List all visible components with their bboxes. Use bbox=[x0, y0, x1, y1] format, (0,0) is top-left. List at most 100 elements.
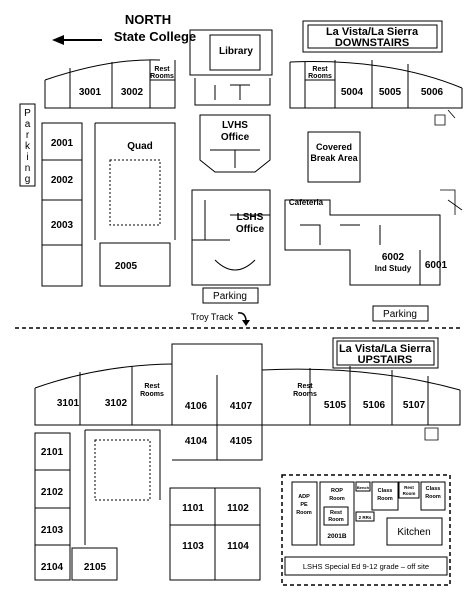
west-wing: 2001 2002 2003 bbox=[41, 122, 83, 287]
room-5004: 5004 bbox=[341, 87, 364, 98]
rop-room-label: Room bbox=[329, 496, 345, 502]
room-2105: 2105 bbox=[84, 562, 107, 573]
adp-label: ADP bbox=[298, 494, 310, 500]
ind-study-label: Ind Study bbox=[375, 264, 412, 273]
east-parking: Parking bbox=[372, 305, 429, 322]
rest-rooms-nw-1: Rest bbox=[154, 66, 170, 73]
north-arrow-icon bbox=[52, 35, 64, 45]
downstairs-title: La Vista/La Sierra bbox=[326, 26, 419, 38]
room-2001: 2001 bbox=[51, 138, 74, 149]
room-2101: 2101 bbox=[41, 447, 64, 458]
pe-label: PE bbox=[300, 502, 308, 508]
rest-rooms-up-2: Rooms bbox=[140, 391, 164, 398]
covered-break-area: Covered Break Area bbox=[307, 131, 361, 183]
covered-label: Covered bbox=[316, 142, 352, 152]
arrow-down-icon bbox=[242, 320, 250, 326]
room-4105: 4105 bbox=[230, 436, 253, 447]
rest-room-label-2: Room bbox=[403, 491, 416, 496]
lvhs-label: LVHS bbox=[222, 120, 248, 131]
rest-rooms-ne-1: Rest bbox=[312, 66, 328, 73]
lvhs-office-building: LVHS Office bbox=[199, 114, 271, 173]
class-room-label-1: Room bbox=[377, 496, 393, 502]
lshs-office-label: Office bbox=[236, 224, 265, 235]
room-2005: 2005 bbox=[115, 261, 138, 272]
rest-room-label: Room bbox=[328, 517, 344, 523]
room-6001: 6001 bbox=[425, 260, 448, 271]
upstairs-subtitle: UPSTAIRS bbox=[358, 354, 413, 366]
lvhs-office-label: Office bbox=[221, 132, 250, 143]
parking-label: Parking bbox=[383, 309, 417, 320]
troy-track-label: Troy Track bbox=[191, 312, 234, 322]
room-3002: 3002 bbox=[121, 87, 144, 98]
lshs-label: LSHS bbox=[237, 212, 264, 223]
room-4107: 4107 bbox=[230, 401, 253, 412]
rest-rooms-up-1: Rest bbox=[144, 383, 160, 390]
parking-letter: P bbox=[24, 108, 31, 119]
room-2002: 2002 bbox=[51, 175, 74, 186]
parking-letter: i bbox=[26, 152, 28, 163]
parking-letter: k bbox=[25, 141, 31, 152]
class-room-label-2: Room bbox=[425, 494, 441, 500]
room-2102: 2102 bbox=[41, 487, 64, 498]
downstairs-subtitle: DOWNSTAIRS bbox=[335, 37, 409, 49]
room-5106: 5106 bbox=[363, 400, 386, 411]
special-ed-label: LSHS Special Ed 9-12 grade – off site bbox=[303, 562, 429, 571]
room-2003: 2003 bbox=[51, 220, 74, 231]
parking-letter: r bbox=[26, 130, 30, 141]
room-2104: 2104 bbox=[41, 562, 64, 573]
lshs-office-building: LSHS Office bbox=[191, 189, 271, 286]
north-wing: 3001 3002 Rest Rooms bbox=[44, 60, 176, 109]
upstairs-center-block: 1101 1102 1103 1104 bbox=[169, 487, 261, 581]
troy-track: Troy Track bbox=[191, 312, 250, 326]
parking-letter: g bbox=[25, 174, 31, 185]
room-3001: 3001 bbox=[79, 87, 102, 98]
upstairs-west-wing: 2101 2102 2103 2104 2105 bbox=[34, 429, 161, 581]
room-1101: 1101 bbox=[182, 503, 204, 514]
room-5107: 5107 bbox=[403, 400, 426, 411]
room-1102: 1102 bbox=[227, 503, 249, 514]
bench-label: Bench bbox=[357, 485, 370, 490]
kitchen-label: Kitchen bbox=[397, 527, 430, 538]
rest-rooms-nw-2: Rooms bbox=[150, 73, 174, 80]
rest-rooms-up-e-1: Rest bbox=[297, 383, 313, 390]
class-label-2: Class bbox=[426, 486, 441, 492]
parking-label: Parking bbox=[213, 291, 247, 302]
library-building: Library bbox=[189, 29, 273, 106]
upstairs-north-arc bbox=[34, 363, 173, 389]
downstairs-title-box: La Vista/La Sierra DOWNSTAIRS bbox=[302, 20, 443, 53]
west-parking-sign: P a r k i n g bbox=[19, 103, 36, 187]
upstairs-title-box: La Vista/La Sierra UPSTAIRS bbox=[332, 337, 439, 369]
class-label-1: Class bbox=[378, 488, 393, 494]
room-5005: 5005 bbox=[379, 87, 402, 98]
north-label: NORTH bbox=[125, 12, 171, 27]
library-label: Library bbox=[219, 46, 253, 57]
cafeteria-building: Cafeteria 6002 Ind Study 6001 bbox=[284, 189, 463, 286]
upstairs-east-arc bbox=[261, 368, 461, 391]
parking-letter: n bbox=[25, 163, 31, 174]
rest-rooms-up-e-2: Rooms bbox=[293, 391, 317, 398]
quad-area: Quad 2005 bbox=[94, 122, 176, 287]
rest-label-2: Rest bbox=[404, 485, 414, 490]
rest-label: Rest bbox=[330, 510, 342, 516]
room-5006: 5006 bbox=[421, 87, 444, 98]
room-2001b: 2001B bbox=[327, 533, 346, 540]
north-wing-arc bbox=[44, 59, 161, 81]
east-wing-arc bbox=[289, 61, 463, 89]
upstairs-north-wing: 3101 3102 Rest Rooms 4106 4107 4104 4105 bbox=[34, 343, 263, 461]
room-3102: 3102 bbox=[105, 398, 128, 409]
cafeteria-label: Cafeteria bbox=[289, 198, 324, 207]
east-wing: Rest Rooms 5004 5005 5006 bbox=[289, 60, 463, 126]
upstairs-title: La Vista/La Sierra bbox=[339, 343, 432, 355]
room-1103: 1103 bbox=[182, 541, 204, 552]
north-indicator: NORTH State College bbox=[52, 12, 196, 45]
room-1104: 1104 bbox=[227, 541, 249, 552]
north-sublabel: State College bbox=[114, 29, 196, 44]
room-6002: 6002 bbox=[382, 252, 405, 263]
two-rrs-label: 2 RRs bbox=[359, 515, 372, 520]
rest-rooms-ne-2: Rooms bbox=[308, 73, 332, 80]
south-parking: Parking bbox=[202, 287, 259, 304]
special-ed-box: ADP PE Room ROP Room Rest Room 2001B Ben… bbox=[281, 474, 451, 586]
room-2103: 2103 bbox=[41, 525, 64, 536]
quad-label: Quad bbox=[127, 141, 153, 152]
